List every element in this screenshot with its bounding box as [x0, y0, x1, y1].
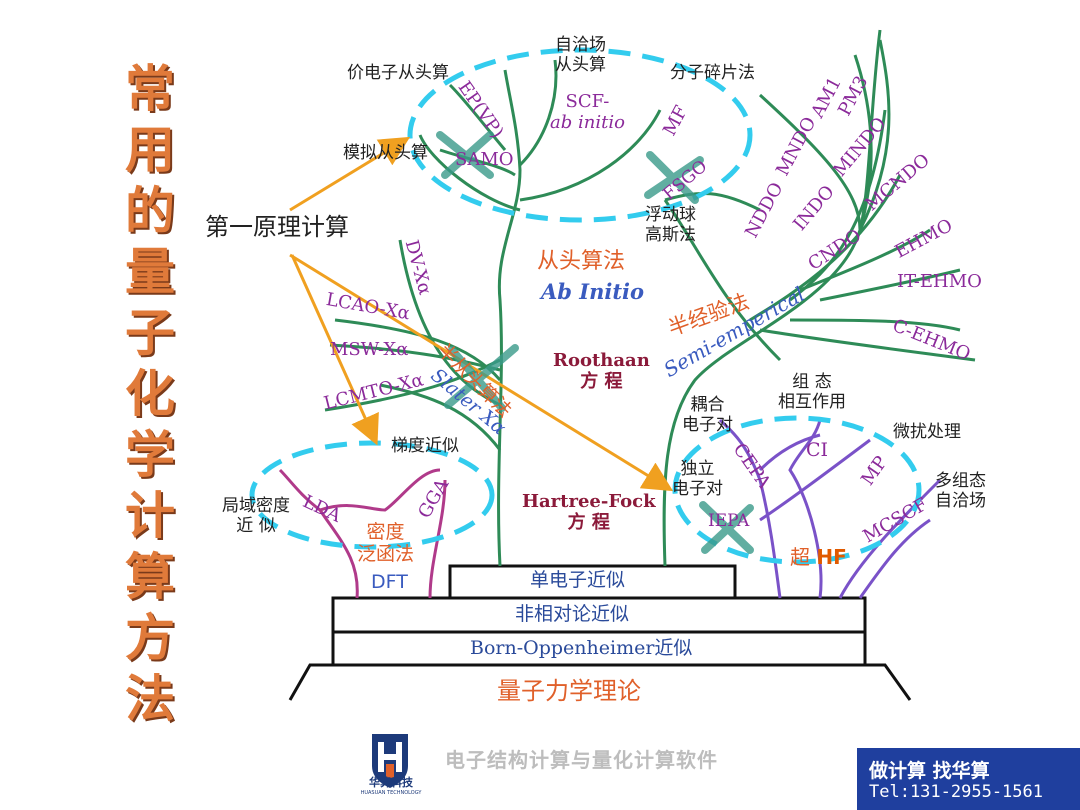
label-line: Roothaan [553, 350, 650, 371]
label-first-principles: 第一原理计算 [205, 213, 349, 241]
label-samo: SAMO [455, 149, 514, 170]
contact-phone: Tel:131-2955-1561 [869, 782, 1043, 802]
label-line: ab initio [550, 111, 625, 133]
label-dft-cn: 密度 泛函法 [357, 521, 415, 566]
title-char: 子 [125, 303, 175, 362]
label-line: 自洽场 [935, 490, 986, 511]
cross-marks [436, 131, 754, 554]
label-perturb: 微扰处理 [893, 422, 961, 442]
label-line: 方 程 [567, 511, 610, 533]
vertical-title: 常 用 的 量 子 化 学 计 算 方 法 [118, 58, 182, 729]
layer-bo-label: Born-Oppenheimer近似 [470, 637, 693, 659]
label-ab-initio-en: Ab Initio [541, 279, 645, 304]
contact-slogan: 做计算 找华算 [869, 760, 990, 782]
label-iepa: IEPA [708, 511, 750, 531]
label-line: 耦合 [690, 395, 725, 415]
label-scf: SCF- ab initio [550, 91, 625, 133]
label-coupled: 耦合 电子对 [682, 395, 733, 435]
label-line: Hartree-Fock [522, 491, 656, 512]
label-simulate: 模拟从头算 [343, 143, 428, 163]
company-logo-icon [372, 734, 408, 788]
title-char: 常 [125, 59, 175, 118]
label-line: 相互作用 [778, 391, 846, 412]
label-fragment: 分子碎片法 [670, 63, 755, 83]
label-line: 密度 [366, 521, 405, 543]
label-indep: 独立 电子对 [672, 459, 723, 499]
label-float: 浮动球 高斯法 [645, 205, 696, 245]
label-super-hf: 超 HF [790, 546, 847, 569]
title-char: 方 [125, 608, 175, 667]
label-msw: MSW-Xα [330, 339, 409, 360]
layer-nonrel [331, 596, 867, 634]
label-line: 局域密度 [222, 496, 290, 516]
layer-single [448, 564, 737, 600]
label-multi: 多组态 自洽场 [935, 471, 986, 511]
title-char: 算 [125, 547, 175, 606]
label-gradient: 梯度近似 [391, 436, 459, 456]
layer-qm-label: 量子力学理论 [497, 677, 641, 705]
label-super: 超 [790, 545, 810, 569]
label-line: 从头算 [555, 54, 606, 75]
label-line: 近 似 [236, 515, 276, 536]
label-ci: CI [806, 439, 829, 461]
company-sub-text: HUASUAN TECHNOLOGY [360, 790, 422, 796]
label-line: 电子对 [672, 478, 723, 499]
layer-single-label: 单电子近似 [530, 569, 626, 591]
label-line: SCF- [565, 91, 610, 112]
title-char: 的 [125, 181, 175, 240]
label-ab-initio-cn: 从头算法 [537, 249, 626, 274]
label-lda-cn: 局域密度 近 似 [222, 496, 290, 536]
label-line: 多组态 [935, 471, 986, 491]
layer-nonrel-label: 非相对论近似 [515, 603, 630, 625]
label-line: 独立 [680, 459, 715, 479]
title-char: 用 [125, 120, 175, 179]
label-line: 高斯法 [645, 224, 696, 245]
label-line: 电子对 [682, 414, 733, 435]
company-name: 华算科技 HUASUAN TECHNOLOGY [355, 774, 427, 796]
label-hf: HF [816, 545, 847, 569]
label-dft: DFT [371, 571, 408, 593]
company-name-text: 华算科技 [369, 776, 413, 789]
title-char: 学 [125, 425, 175, 484]
post-hf-branches [718, 418, 942, 599]
label-scf-sc: 自洽场 从头算 [555, 35, 606, 75]
label-line: 自洽场 [555, 35, 606, 55]
label-line: 组 态 [792, 372, 832, 392]
title-char: 计 [125, 486, 175, 545]
title-char: 化 [125, 364, 175, 423]
contact-box: 做计算 找华算 Tel:131-2955-1561 [857, 748, 1080, 810]
first-principles-arrows [289, 136, 674, 492]
label-roothaan: Roothaan 方 程 [553, 350, 650, 392]
label-valence: 价电子从头算 [347, 63, 449, 83]
label-it-ehmo: IT-EHMO [897, 271, 982, 292]
title-char: 量 [125, 242, 175, 301]
footer-tagline: 电子结构计算与量化计算软件 [445, 748, 718, 772]
label-line: 浮动球 [645, 205, 696, 225]
label-config: 组 态 相互作用 [778, 372, 846, 412]
label-line: 方 程 [580, 370, 623, 392]
label-line: 泛函法 [357, 542, 415, 565]
label-hartree-fock: Hartree-Fock 方 程 [522, 491, 656, 533]
title-char: 法 [125, 669, 175, 728]
